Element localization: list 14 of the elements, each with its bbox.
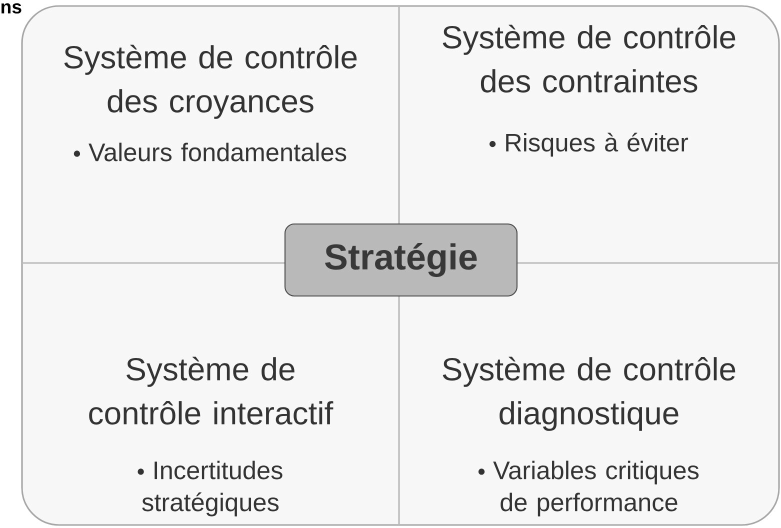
heading: Système de contrôle interactif — [89, 356, 334, 425]
bullet-item: Valeurs fondamentales — [74, 142, 346, 162]
heading: Système de contrôle des croyances — [64, 44, 357, 119]
heading: Système de contrôle diagnostique — [442, 356, 736, 431]
bullet-item: Risques à éviter — [490, 132, 688, 157]
bullet-item: Incertitudes stratégiques — [138, 460, 282, 516]
quadrant-box — [442, 356, 736, 516]
quadrant-box — [64, 44, 357, 162]
center-box: Stratégie — [284, 223, 518, 297]
bullet-item: Variables critiques de performance — [478, 460, 699, 516]
heading: Système de contrôle des contraintes — [442, 24, 736, 93]
quadrant-box — [442, 24, 736, 157]
quadrant-box — [89, 356, 334, 516]
cut-off-text: ns — [2, 3, 22, 14]
